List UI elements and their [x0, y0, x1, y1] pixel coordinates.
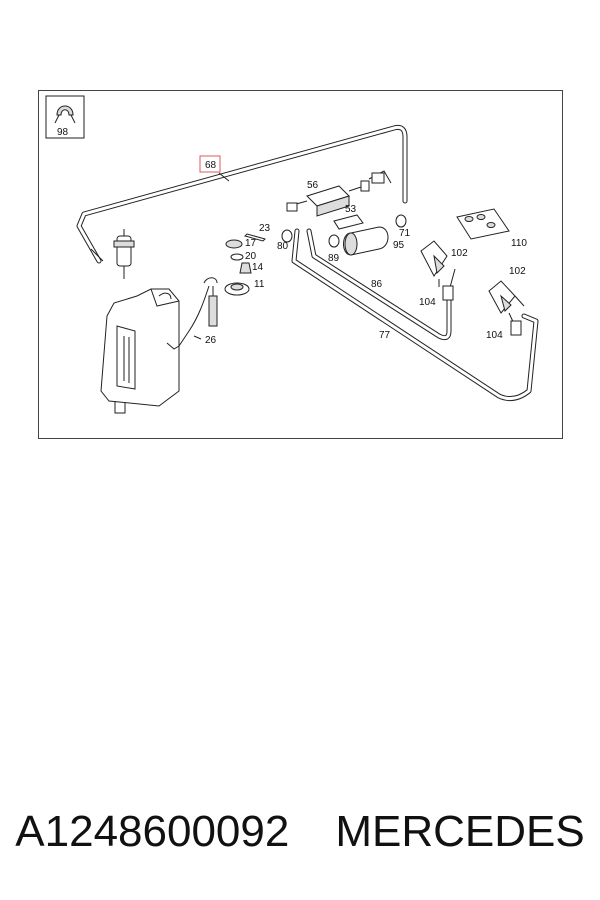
callout-80[interactable]: 80: [277, 241, 289, 252]
callout-17[interactable]: 17: [245, 238, 257, 249]
small-parts-column: 23 17 20 14 11: [224, 223, 271, 296]
grommet-89: 89: [328, 234, 340, 264]
nozzle-102-left: 102 104: [419, 240, 468, 308]
part-number-text: A1248600092: [15, 807, 290, 856]
washer-reservoir: [100, 288, 180, 414]
callout-98[interactable]: 98: [57, 127, 69, 138]
parts-diagram: 98 68 26 23 17: [38, 90, 563, 439]
callout-86[interactable]: 86: [371, 279, 383, 290]
callout-104b[interactable]: 104: [486, 330, 503, 341]
callout-14[interactable]: 14: [252, 262, 264, 273]
nozzle-bar-110: 110: [456, 208, 527, 249]
caption-bar: A1248600092 MERCEDES: [0, 802, 600, 862]
callout-26[interactable]: 26: [205, 335, 217, 346]
level-sensor-26: 26: [166, 277, 218, 350]
callout-102b[interactable]: 102: [509, 266, 526, 277]
diagram-drawing: 98 68 26 23 17: [45, 95, 539, 414]
pump-95: 95: [343, 226, 405, 256]
hose-86: 86: [306, 228, 452, 341]
nozzle-102-right: 102 104: [486, 266, 526, 341]
callout-104a[interactable]: 104: [419, 297, 436, 308]
highlight-box-68: [199, 155, 221, 173]
connector-71: 71: [368, 170, 411, 239]
callout-102a[interactable]: 102: [451, 248, 468, 259]
callout-56[interactable]: 56: [307, 180, 319, 191]
callout-89[interactable]: 89: [328, 253, 340, 264]
callout-23[interactable]: 23: [259, 223, 271, 234]
callout-11[interactable]: 11: [254, 279, 265, 290]
brand-text: MERCEDES: [335, 807, 585, 856]
callout-68[interactable]: 68: [205, 160, 217, 171]
valve-53: 53: [333, 204, 364, 230]
valve-56: 56: [286, 180, 370, 217]
callout-110[interactable]: 110: [511, 238, 527, 249]
callout-20[interactable]: 20: [245, 251, 257, 262]
callout-71[interactable]: 71: [399, 228, 411, 239]
grommet-80: 80: [277, 229, 293, 252]
inset-part-98: 98: [45, 95, 85, 139]
callout-95[interactable]: 95: [393, 240, 405, 251]
pipe-68: 68: [76, 124, 408, 264]
washer-pump: [90, 229, 135, 279]
hose-77: 77: [291, 228, 539, 402]
callout-77[interactable]: 77: [379, 330, 391, 341]
callout-53[interactable]: 53: [345, 204, 357, 215]
